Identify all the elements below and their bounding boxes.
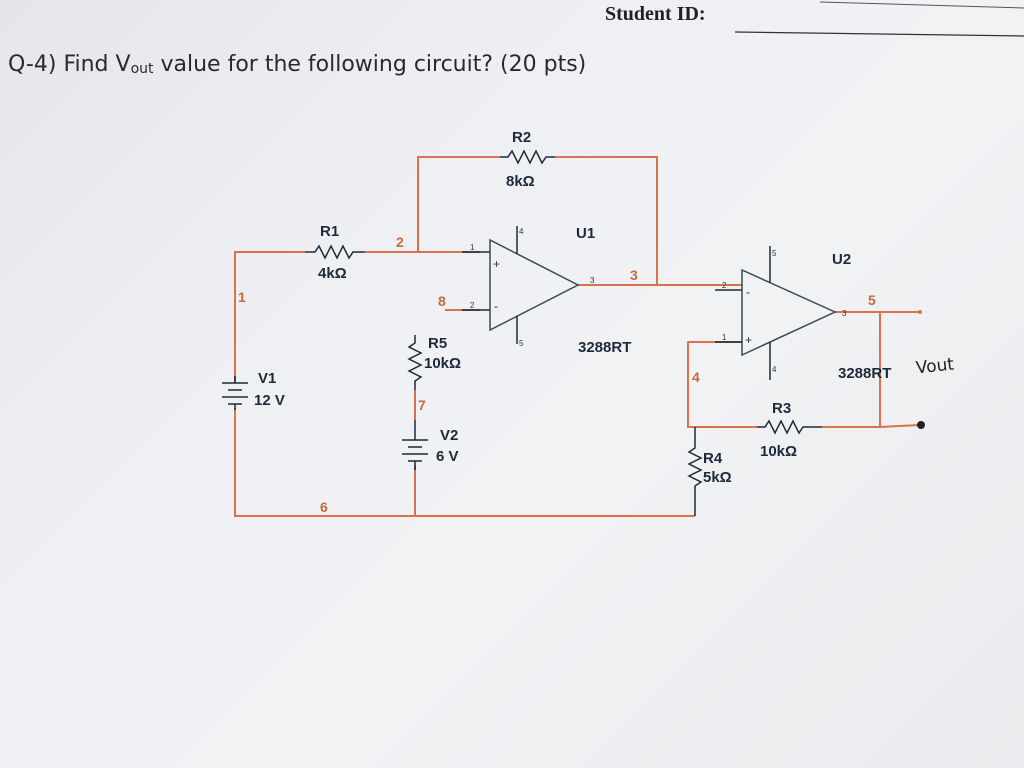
u2-out-dot xyxy=(918,310,922,314)
r4-value: 5kΩ xyxy=(703,469,732,486)
u1-model: 3288RT xyxy=(578,339,631,356)
r3-name: R3 xyxy=(772,400,791,417)
u1-in-plus-pin: 1 xyxy=(470,243,475,252)
u2-model: 3288RT xyxy=(838,365,891,382)
u1-opamp-triangle xyxy=(489,238,580,332)
r1-zigzag xyxy=(305,244,365,260)
r3-zigzag xyxy=(757,419,822,435)
r3-value: 10kΩ xyxy=(760,443,797,460)
node-3: 3 xyxy=(630,267,638,283)
v1-name: V1 xyxy=(258,370,276,387)
u2-top-pin: 5 xyxy=(772,249,777,258)
node-7: 7 xyxy=(418,397,426,413)
u1-out-pin: 3 xyxy=(590,276,595,285)
wires xyxy=(234,156,921,517)
wire-bottom-ground xyxy=(234,408,695,517)
u1-plus-sign: + xyxy=(493,257,500,271)
question-subscript: out xyxy=(130,61,154,77)
r2-name: R2 xyxy=(512,129,531,146)
node-8: 8 xyxy=(438,293,446,309)
node-5: 5 xyxy=(868,292,876,308)
u2-minus-sign: - xyxy=(746,285,750,299)
student-id-underline xyxy=(734,31,1024,37)
r4-name: R4 xyxy=(703,450,723,467)
u1-minus-sign: - xyxy=(494,299,498,313)
r1-value: 4kΩ xyxy=(318,265,347,282)
u1-in-minus-pin: 2 xyxy=(470,301,475,310)
r5-name: R5 xyxy=(428,335,447,352)
wire-feedback-r2-right xyxy=(555,156,658,285)
page-edge-line xyxy=(819,1,1024,9)
v1-value: 12 V xyxy=(254,392,285,409)
wire-v1-to-r1 xyxy=(234,251,305,383)
question-text: Q-4) Find Vout value for the following c… xyxy=(8,52,586,77)
node-4: 4 xyxy=(692,369,700,385)
r1-name: R1 xyxy=(320,223,339,240)
components xyxy=(222,149,837,516)
u2-in-minus-pin: 2 xyxy=(722,281,727,290)
r2-zigzag xyxy=(500,149,555,165)
node-6: 6 xyxy=(320,499,328,515)
v2-name: V2 xyxy=(440,427,458,444)
u2-bottom-pin: 4 xyxy=(772,365,777,374)
u2-in-plus-pin: 1 xyxy=(722,333,727,342)
vout-handwritten: Vout xyxy=(915,355,955,379)
r5-zigzag xyxy=(407,335,423,390)
u2-opamp-triangle xyxy=(741,268,837,357)
u1-top-pin: 4 xyxy=(519,227,524,236)
wire-vout-terminal xyxy=(879,424,921,428)
node-2: 2 xyxy=(396,234,404,250)
vout-terminal-dot xyxy=(917,421,925,429)
u2-name: U2 xyxy=(832,251,851,268)
r4-zigzag xyxy=(687,427,703,516)
u2-out-pin: 3 xyxy=(842,309,847,318)
wire-feedback-r2-left xyxy=(417,156,500,252)
u1-bottom-pin: 5 xyxy=(519,339,524,348)
v2-value: 6 V xyxy=(436,448,459,465)
student-id-label: Student ID: xyxy=(605,3,706,25)
u1-name: U1 xyxy=(576,225,595,242)
question-suffix: value for the following circuit? (20 pts… xyxy=(153,52,587,77)
node-1: 1 xyxy=(238,289,246,305)
u2-plus-sign: + xyxy=(745,333,752,347)
r5-value: 10kΩ xyxy=(424,355,461,372)
question-prefix: Q-4) Find V xyxy=(8,52,131,77)
r2-value: 8kΩ xyxy=(506,173,535,190)
